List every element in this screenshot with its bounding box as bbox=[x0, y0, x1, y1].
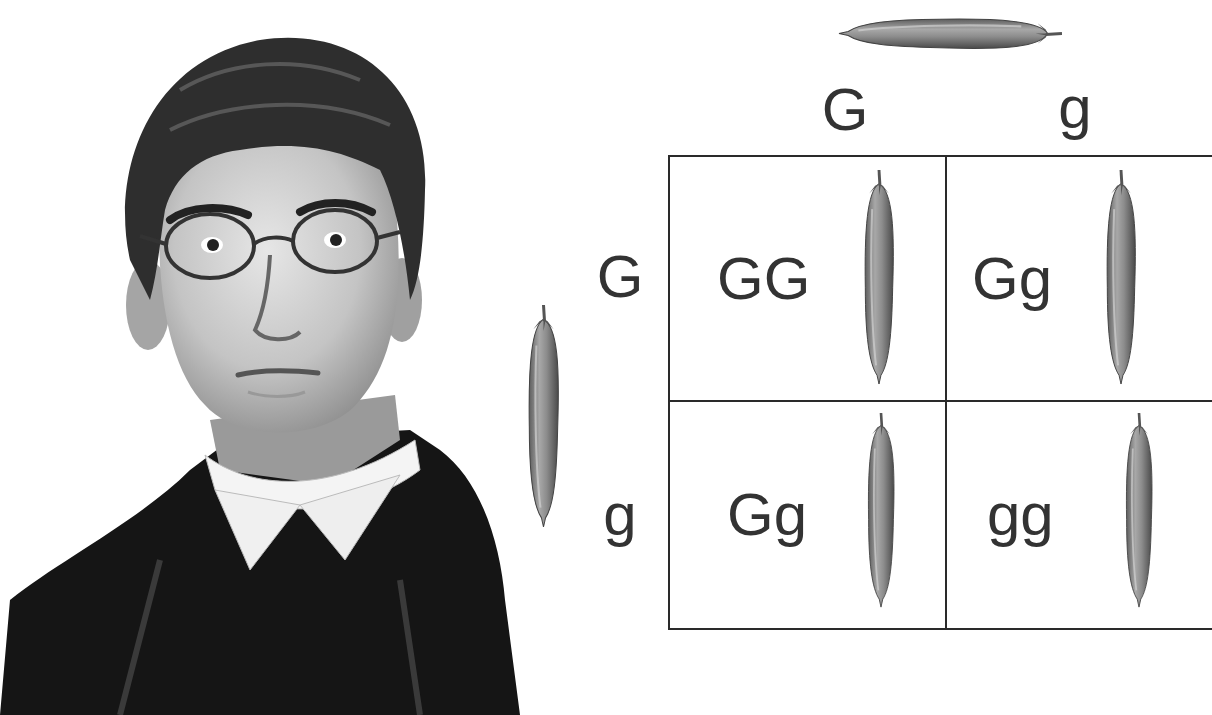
allele-label: g bbox=[1058, 78, 1091, 138]
punnett-cell: gg bbox=[945, 400, 1212, 630]
genotype: GG bbox=[717, 249, 810, 309]
allele-label: G bbox=[822, 80, 869, 140]
allele-label: G bbox=[597, 247, 644, 307]
genotype: gg bbox=[987, 485, 1054, 545]
punnett-cell: Gg bbox=[668, 400, 945, 630]
allele-label: g bbox=[603, 485, 636, 545]
genotype: Gg bbox=[727, 485, 807, 545]
genotype: Gg bbox=[972, 249, 1052, 309]
punnett-cell: Gg bbox=[945, 155, 1212, 400]
pea-pod bbox=[529, 19, 1152, 607]
punnett-cell: GG bbox=[668, 155, 945, 400]
portrait bbox=[0, 38, 520, 715]
